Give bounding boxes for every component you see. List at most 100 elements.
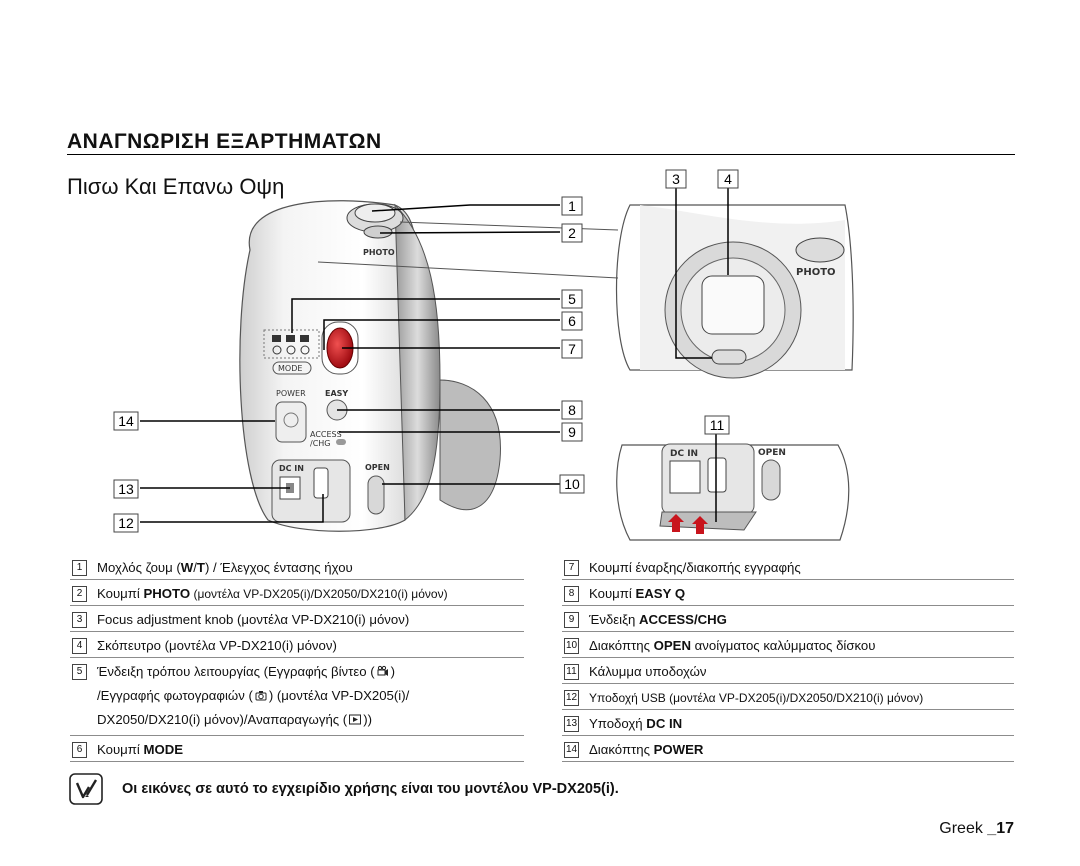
- legend-text: Μοχλός ζουμ (W/T) / Έλεγχος έντασης ήχου: [97, 560, 353, 575]
- svg-text:ACCESS: ACCESS: [310, 430, 342, 439]
- title-rule: [67, 154, 1015, 155]
- callout-1: 1: [561, 196, 583, 216]
- legend-item: 11 Κάλυμμα υποδοχών: [564, 662, 706, 681]
- legend-divider: [562, 631, 1014, 632]
- legend-item: 7 Κουμπί έναρξης/διακοπής εγγραφής: [564, 558, 801, 577]
- legend-number: 1: [72, 560, 87, 576]
- callout-12: 12: [113, 513, 139, 533]
- svg-text:DC IN: DC IN: [279, 464, 304, 473]
- legend-text: Υποδοχή USB (μοντέλα VP-DX205(i)/DX2050/…: [589, 691, 924, 705]
- legend-text: Κουμπί PHOTO (μοντέλα VP-DX205(i)/DX2050…: [97, 586, 448, 601]
- callout-13: 13: [113, 479, 139, 499]
- legend-number: 4: [72, 638, 87, 654]
- svg-text:PHOTO: PHOTO: [796, 267, 836, 278]
- svg-text:/CHG: /CHG: [310, 439, 331, 448]
- footer-language: Greek: [939, 820, 988, 837]
- legend-divider: [70, 657, 524, 658]
- svg-text:4: 4: [724, 171, 732, 187]
- legend-item: 14 Διακόπτης POWER: [564, 740, 703, 759]
- legend-number: 12: [564, 690, 579, 706]
- legend-number: 8: [564, 586, 579, 602]
- legend-divider: [562, 761, 1014, 762]
- callout-3: 3: [665, 169, 687, 189]
- camcorder-body: PHOTO MODE POWER EASY ACCESS /CHG DC IN …: [239, 200, 501, 532]
- legend-number: 13: [564, 716, 579, 732]
- legend-text: Σκόπευτρο (μοντέλα VP-DX210(i) μόνον): [97, 638, 337, 653]
- section-subtitle: Πισω Και Επανω Οψη: [67, 174, 285, 199]
- legend-divider: [562, 735, 1014, 736]
- svg-text:12: 12: [118, 515, 134, 531]
- callout-14: 14: [113, 411, 139, 431]
- legend-item: 6 Κουμπί MODE: [72, 740, 183, 759]
- legend-text: /Εγγραφής φωτογραφιών () (μοντέλα VP-DX2…: [97, 688, 410, 703]
- legend-divider: [562, 709, 1014, 710]
- legend-text: Ένδειξη ACCESS/CHG: [589, 612, 727, 627]
- callout-6: 6: [561, 311, 583, 331]
- legend-text: Focus adjustment knob (μοντέλα VP-DX210(…: [97, 612, 410, 627]
- legend-number: 2: [72, 586, 87, 602]
- svg-text:MODE: MODE: [278, 364, 302, 373]
- svg-text:1: 1: [568, 198, 576, 214]
- legend-item: 8 Κουμπί EASY Q: [564, 584, 685, 603]
- svg-text:9: 9: [568, 424, 576, 440]
- callout-8: 8: [561, 400, 583, 420]
- legend-text: Ένδειξη τρόπου λειτουργίας (Εγγραφής βίν…: [97, 664, 396, 679]
- legend-number: 10: [564, 638, 579, 654]
- legend-text: DX2050/DX210(i) μόνον)/Αναπαραγωγής ()): [97, 712, 372, 727]
- svg-text:OPEN: OPEN: [365, 463, 390, 472]
- svg-text:2: 2: [568, 225, 576, 241]
- legend-divider: [562, 605, 1014, 606]
- callout-9: 9: [561, 422, 583, 442]
- note-icon: [69, 773, 103, 805]
- legend-text: Κουμπί έναρξης/διακοπής εγγραφής: [589, 560, 801, 575]
- svg-text:14: 14: [118, 413, 134, 429]
- callout-5: 5: [561, 289, 583, 309]
- legend-text: Κουμπί MODE: [97, 742, 184, 757]
- svg-text:8: 8: [568, 402, 576, 418]
- page-number: _17: [987, 820, 1014, 837]
- viewfinder-inset: PHOTO: [615, 204, 854, 379]
- legend-text: Κουμπί EASY Q: [589, 586, 686, 601]
- svg-text:EASY: EASY: [325, 389, 348, 398]
- svg-text:DC IN: DC IN: [670, 449, 698, 459]
- legend-number: 14: [564, 742, 579, 758]
- svg-text:10: 10: [564, 476, 580, 492]
- legend-text: Κάλυμμα υποδοχών: [589, 664, 707, 679]
- legend-number: 11: [564, 664, 579, 680]
- legend-text: Διακόπτης POWER: [589, 742, 704, 757]
- legend-text: Διακόπτης OPEN ανοίγματος καλύμματος δίσ…: [589, 638, 876, 653]
- legend-item: 4 Σκόπευτρο (μοντέλα VP-DX210(i) μόνον): [72, 636, 337, 655]
- callout-numbers: 1 2 3 4 5 6 7 8 9 10 11 12 13 14: [113, 169, 739, 533]
- legend-divider: [70, 735, 524, 736]
- note-text: Οι εικόνες σε αυτό το εγχειρίδιο χρήσης …: [122, 781, 619, 797]
- legend-divider: [70, 579, 524, 580]
- legend-divider: [70, 631, 524, 632]
- svg-text:11: 11: [710, 417, 725, 433]
- callout-4: 4: [717, 169, 739, 189]
- video-mode-icon: [376, 664, 390, 677]
- legend-item: 9 Ένδειξη ACCESS/CHG: [564, 610, 727, 629]
- legend-number: 6: [72, 742, 87, 758]
- legend-divider: [562, 683, 1014, 684]
- play-mode-icon: [348, 712, 362, 725]
- legend-divider: [70, 605, 524, 606]
- legend-text: Υποδοχή DC IN: [589, 716, 683, 731]
- legend-number: 7: [564, 560, 579, 576]
- photo-mode-icon: [254, 688, 268, 701]
- svg-text:6: 6: [568, 313, 576, 329]
- legend-divider: [562, 657, 1014, 658]
- svg-text:13: 13: [118, 481, 134, 497]
- legend-divider: [70, 761, 524, 762]
- legend-item: 13 Υποδοχή DC IN: [564, 714, 682, 733]
- page-footer: Greek _17: [939, 820, 1014, 838]
- callout-11: 11: [704, 415, 730, 435]
- jack-cover-inset: DC IN OPEN: [616, 443, 850, 541]
- legend-number: 9: [564, 612, 579, 628]
- svg-text:OPEN: OPEN: [758, 448, 786, 458]
- svg-text:PHOTO: PHOTO: [363, 248, 395, 257]
- svg-text:POWER: POWER: [276, 389, 306, 398]
- callout-leaders: [140, 188, 729, 523]
- legend-item: 2 Κουμπί PHOTO (μοντέλα VP-DX205(i)/DX205…: [72, 584, 448, 604]
